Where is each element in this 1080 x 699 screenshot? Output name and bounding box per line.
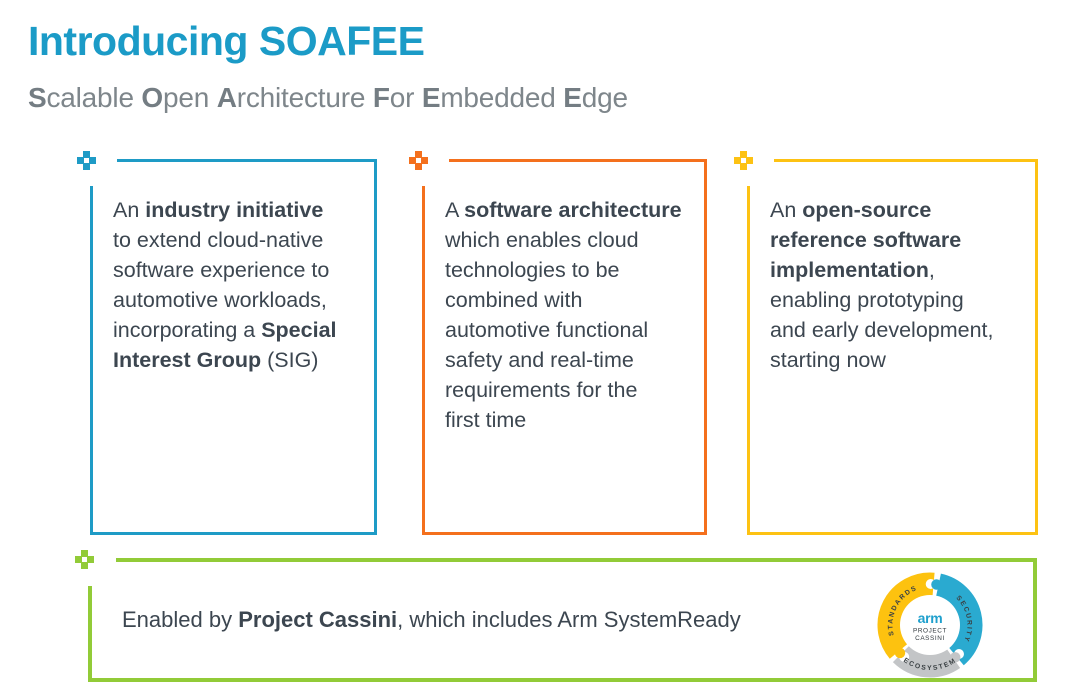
- page-subtitle: Scalable Open Architecture For Embedded …: [28, 82, 628, 113]
- logo-line-cassini: CASSINI: [915, 635, 945, 642]
- plus-icon: [77, 151, 96, 170]
- plus-icon: [734, 151, 753, 170]
- puzzle-knob-standards: [894, 647, 906, 659]
- puzzle-knob-security: [931, 579, 942, 590]
- banner-text: Enabled by Project Cassini, which includ…: [122, 607, 741, 632]
- page-title: Introducing SOAFEE: [28, 18, 425, 64]
- arm-wordmark: arm: [918, 610, 943, 626]
- ring-segment-standards: [877, 572, 935, 659]
- plus-icon: [75, 550, 94, 569]
- logo-center: [900, 595, 960, 655]
- project-cassini-logo: STANDARDS SECURITY ECOSYSTEM arm PROJECT…: [877, 572, 983, 678]
- puzzle-knob-ecosystem: [950, 652, 961, 663]
- plus-icon: [409, 151, 428, 170]
- logo-line-project: PROJECT: [913, 628, 947, 635]
- banner-project-cassini: Enabled by Project Cassini, which includ…: [75, 550, 1037, 682]
- ring-segment-security: [935, 573, 983, 666]
